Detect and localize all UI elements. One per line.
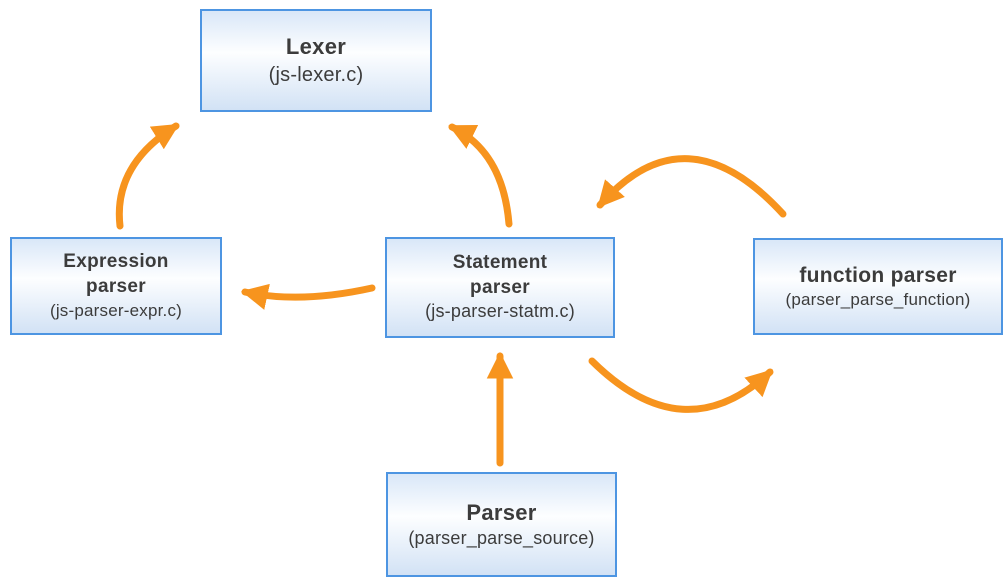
arrow-function-parser-to-statement-parser: [596, 155, 787, 218]
node-parser: Parser (parser_parse_source): [386, 472, 617, 577]
node-parser-title: Parser: [466, 499, 537, 525]
node-lexer: Lexer (js-lexer.c): [200, 9, 432, 112]
arrow-expression-parser-to-lexer: [115, 122, 180, 230]
node-expression-parser-title: Expression parser: [63, 251, 169, 297]
node-statement-parser: Statement parser (js-parser-statm.c): [385, 237, 615, 338]
node-function-parser: function parser (parser_parse_function): [753, 238, 1003, 335]
node-expression-parser: Expression parser (js-parser-expr.c): [10, 237, 222, 335]
node-lexer-subtitle: (js-lexer.c): [268, 63, 364, 86]
node-function-parser-title: function parser: [799, 263, 957, 287]
node-parser-subtitle: (parser_parse_source): [408, 528, 595, 549]
node-function-parser-subtitle: (parser_parse_function): [785, 290, 971, 310]
node-lexer-title: Lexer: [285, 34, 347, 60]
arrow-statement-parser-to-expression-parser: [241, 283, 376, 310]
node-statement-parser-subtitle: (js-parser-statm.c): [425, 301, 575, 322]
arrow-statement-parser-to-lexer: [448, 123, 513, 228]
node-statement-parser-title: Statement parser: [452, 252, 548, 298]
arrow-statement-parser-to-function-parser: [588, 357, 774, 413]
node-expression-parser-subtitle: (js-parser-expr.c): [49, 300, 183, 320]
